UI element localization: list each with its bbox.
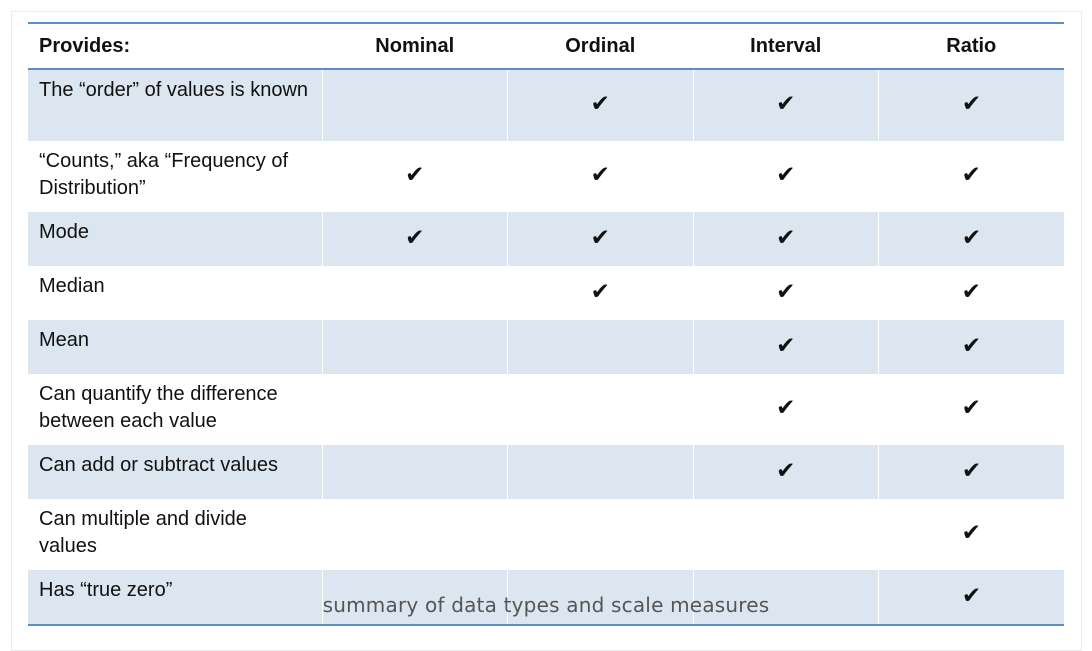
header-provides: Provides:: [28, 23, 322, 70]
check-icon: ✔: [961, 224, 982, 251]
cell-ratio: ✔: [878, 320, 1064, 374]
cell-ordinal: ✔: [507, 69, 693, 141]
cell-ratio: ✔: [878, 69, 1064, 141]
check-icon: ✔: [776, 91, 796, 117]
cell-interval: [693, 499, 879, 570]
cell-nominal: [321, 69, 508, 141]
cell-nominal: [322, 499, 508, 570]
row-label: Has “true zero”: [28, 570, 322, 625]
cell-interval: [692, 570, 879, 625]
cell-nominal: ✔: [321, 212, 508, 266]
cell-ordinal: [507, 445, 693, 499]
table-row: Has “true zero” ✔: [28, 570, 1064, 625]
header-nominal: Nominal: [322, 23, 508, 70]
header-ratio: Ratio: [878, 23, 1064, 70]
check-icon: ✔: [961, 162, 981, 188]
cell-ordinal: ✔: [507, 212, 693, 266]
table-row: Can add or subtract values ✔ ✔: [28, 445, 1064, 499]
check-icon: ✔: [776, 395, 796, 421]
check-icon: ✔: [776, 162, 796, 188]
check-icon: ✔: [961, 278, 981, 305]
cell-interval: ✔: [693, 374, 879, 445]
cell-ordinal: [508, 499, 694, 570]
row-label: Median: [39, 275, 105, 297]
check-icon: ✔: [776, 332, 796, 359]
cell-ordinal: [507, 320, 693, 374]
cell-interval: ✔: [692, 212, 879, 266]
table-row: “Counts,” aka “Frequency of Distribution…: [28, 141, 1064, 212]
cell-ordinal: ✔: [508, 266, 694, 320]
row-label: “Counts,” aka “Frequency of Distribution…: [39, 150, 288, 199]
cell-ordinal: [507, 570, 693, 625]
check-icon: ✔: [776, 224, 796, 251]
cell-interval: ✔: [693, 141, 879, 212]
row-label: The “order” of values is known: [28, 69, 322, 141]
cell-nominal: [322, 374, 508, 445]
cell-nominal: [321, 570, 508, 625]
check-icon: ✔: [405, 224, 425, 251]
cell-ratio: ✔: [879, 374, 1065, 445]
cell-interval: ✔: [692, 320, 879, 374]
check-icon: ✔: [590, 224, 610, 251]
row-label: Mean: [28, 320, 322, 374]
cell-ratio: ✔: [878, 570, 1064, 625]
cell-nominal: [322, 266, 508, 320]
cell-ratio: ✔: [878, 445, 1064, 499]
table-row: Can quantify the difference between each…: [28, 374, 1064, 445]
cell-nominal: [321, 445, 508, 499]
check-icon: ✔: [776, 457, 796, 484]
check-icon: ✔: [961, 520, 981, 546]
check-icon: ✔: [961, 91, 982, 117]
check-icon: ✔: [590, 91, 610, 117]
cell-ordinal: ✔: [508, 141, 694, 212]
cell-interval: ✔: [692, 69, 879, 141]
cell-ratio: ✔: [879, 141, 1065, 212]
cell-nominal: [321, 320, 508, 374]
table-row: Can multiple and divide values ✔: [28, 499, 1064, 570]
table-row: Median ✔ ✔ ✔: [28, 266, 1064, 320]
row-label: Can multiple and divide values: [39, 508, 247, 557]
header-row: Provides: Nominal Ordinal Interval Ratio: [28, 23, 1064, 70]
check-icon: ✔: [961, 332, 982, 359]
row-label: Can quantify the difference between each…: [39, 383, 278, 432]
cell-interval: ✔: [693, 266, 879, 320]
table-row: Mean ✔ ✔: [28, 320, 1064, 374]
check-icon: ✔: [961, 582, 982, 609]
cell-nominal: ✔: [322, 141, 508, 212]
row-label: Mode: [28, 212, 322, 266]
check-icon: ✔: [776, 278, 796, 305]
header-ordinal: Ordinal: [507, 23, 693, 70]
scale-measures-table: Provides: Nominal Ordinal Interval Ratio…: [28, 22, 1064, 626]
check-icon: ✔: [590, 162, 610, 188]
cell-ratio: ✔: [879, 266, 1065, 320]
header-interval: Interval: [693, 23, 879, 70]
cell-interval: ✔: [692, 445, 879, 499]
check-icon: ✔: [405, 162, 425, 188]
cell-ratio: ✔: [879, 499, 1065, 570]
figure-caption: summary of data types and scale measures: [322, 593, 770, 617]
cell-ordinal: [508, 374, 694, 445]
cell-ratio: ✔: [878, 212, 1064, 266]
row-label: Can add or subtract values: [28, 445, 322, 499]
table-row: The “order” of values is known ✔ ✔ ✔: [28, 69, 1064, 141]
check-icon: ✔: [590, 278, 610, 305]
check-icon: ✔: [961, 457, 982, 484]
table-row: Mode ✔ ✔ ✔ ✔: [28, 212, 1064, 266]
check-icon: ✔: [961, 395, 981, 421]
